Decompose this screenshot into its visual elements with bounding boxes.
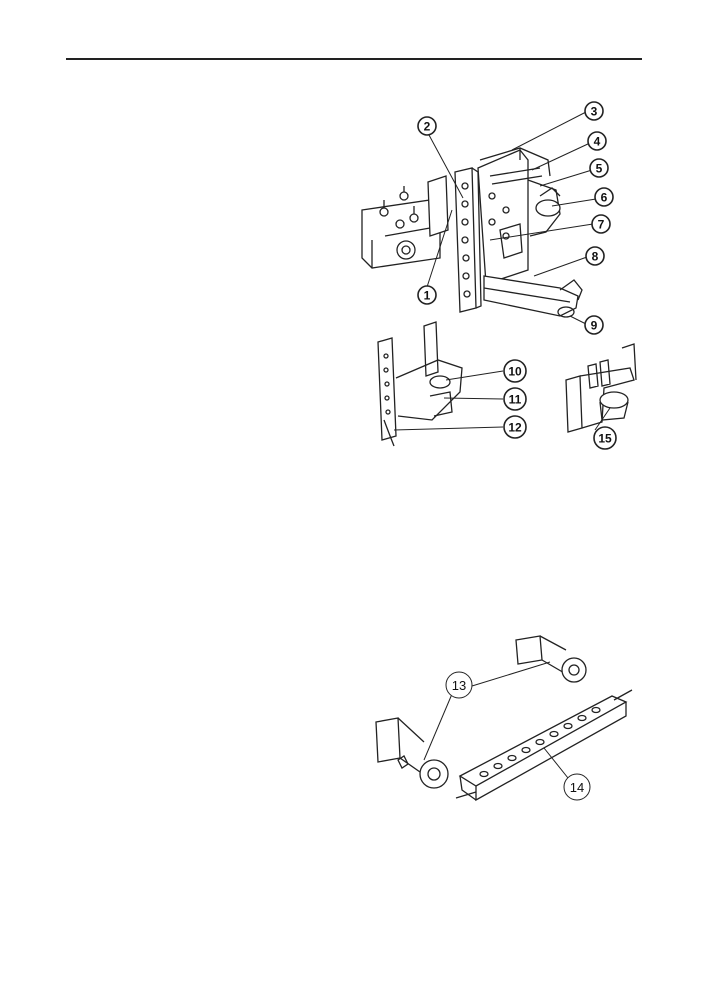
callout-1 xyxy=(417,285,437,305)
callout-12 xyxy=(503,415,527,439)
callout-4-label: 4 xyxy=(594,135,601,149)
callout-15-label: 15 xyxy=(598,432,612,446)
header-rule xyxy=(66,58,642,60)
pin-assembly xyxy=(377,321,463,447)
callout-13-label: 13 xyxy=(452,678,466,693)
callout-9 xyxy=(584,315,604,335)
swinging-drawbar-illustration xyxy=(375,635,633,802)
drawbar xyxy=(483,275,583,318)
callout-3 xyxy=(584,101,604,121)
callout-10-label: 10 xyxy=(508,365,522,379)
callout-7 xyxy=(591,214,611,234)
callout-4 xyxy=(587,131,607,151)
callout-5-label: 5 xyxy=(596,162,603,176)
hitch-body xyxy=(477,147,561,285)
perforated-plate xyxy=(454,167,482,313)
callout-14-label: 14 xyxy=(570,780,584,795)
callout-11 xyxy=(503,387,527,411)
callout-8-label: 8 xyxy=(592,250,599,264)
callout-13 xyxy=(445,671,473,699)
callout-2-label: 2 xyxy=(424,120,431,134)
clevis-assembly xyxy=(565,343,637,433)
callout-2 xyxy=(417,116,437,136)
callout-7-label: 7 xyxy=(598,218,605,232)
callout-12-label: 12 xyxy=(508,421,522,435)
callout-10 xyxy=(503,359,527,383)
drawbar-holes xyxy=(479,706,601,778)
mounting-frame xyxy=(361,175,449,269)
callout-14 xyxy=(563,773,591,801)
callout-15 xyxy=(593,426,617,450)
callout-6-label: 6 xyxy=(601,191,608,205)
callout-1-label: 1 xyxy=(424,289,431,303)
leader-lines xyxy=(393,111,611,431)
callout-3-label: 3 xyxy=(591,105,598,119)
callout-markers xyxy=(417,101,617,450)
callout-9-label: 9 xyxy=(591,319,598,333)
callout-8 xyxy=(585,246,605,266)
callout-6 xyxy=(594,187,614,207)
callout-5 xyxy=(589,158,609,178)
figure2-callouts xyxy=(445,671,591,801)
callout-11-label: 11 xyxy=(509,393,522,407)
